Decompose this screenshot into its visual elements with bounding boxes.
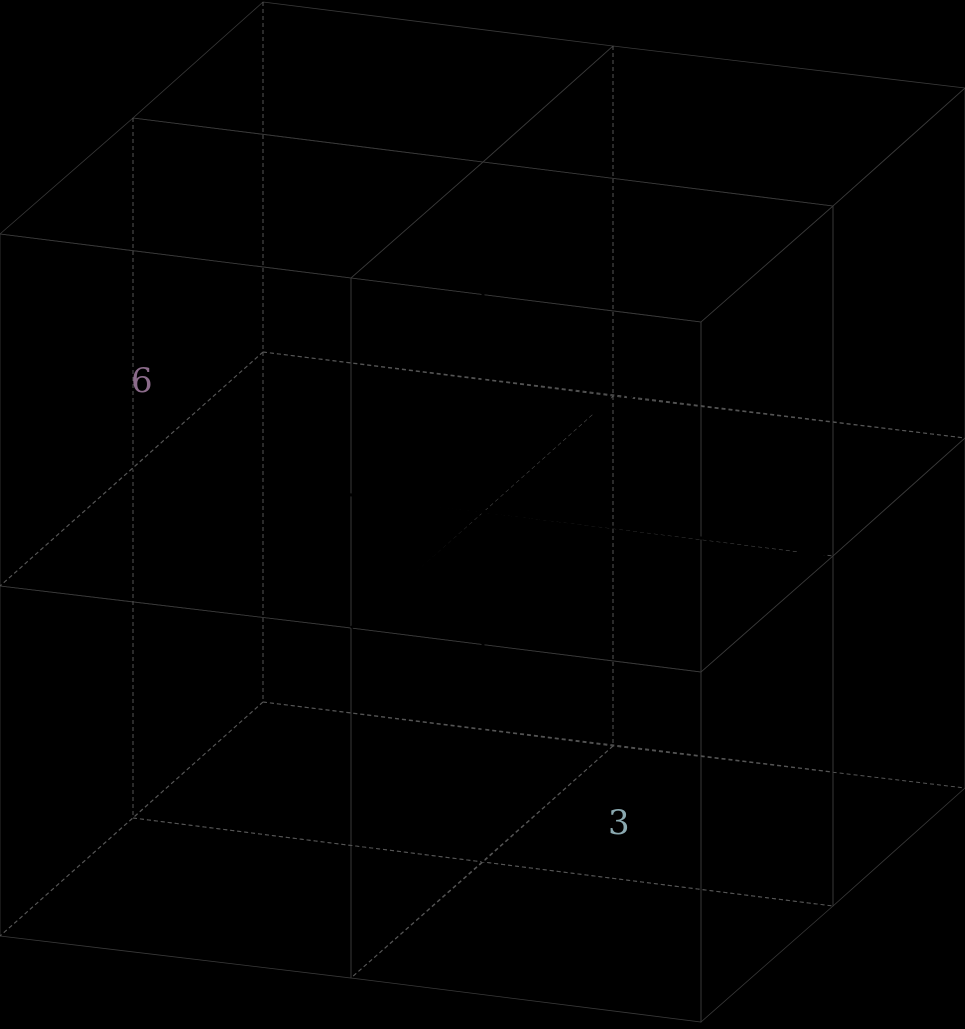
octant-5-top-face xyxy=(482,45,965,207)
octant-label-4: 4 xyxy=(349,57,371,97)
x-axis xyxy=(132,466,807,553)
octant-label-3: 3 xyxy=(608,803,630,843)
y-axis xyxy=(350,408,596,630)
octant-label-6: 6 xyxy=(131,361,153,401)
coordinate-axes xyxy=(132,166,830,862)
octant-4-top-face xyxy=(132,1,614,163)
y-axis-arrowhead xyxy=(587,396,612,421)
octant-3-right-face xyxy=(700,555,834,1023)
z-axis-label: z xyxy=(475,130,491,159)
z-axis-arrowhead xyxy=(475,166,491,196)
x-axis-arrowhead xyxy=(796,543,830,561)
x-axis-label: x xyxy=(844,544,860,573)
octant-5-right-face xyxy=(832,87,965,557)
y-axis-label: y xyxy=(621,375,638,404)
octant-2-front-face xyxy=(0,585,352,979)
octant-6-top-face xyxy=(0,117,484,279)
octant-label-7: 7 xyxy=(706,410,728,450)
octant-3-front-face xyxy=(350,627,702,1023)
octant-label-1: 1 xyxy=(893,641,915,681)
octant-6-front-face xyxy=(0,233,352,629)
octant-7-top-face xyxy=(350,161,834,323)
octant-label-2: 2 xyxy=(159,720,181,760)
octant-label-5: 5 xyxy=(759,127,781,167)
octant-7-front-face xyxy=(350,277,702,673)
